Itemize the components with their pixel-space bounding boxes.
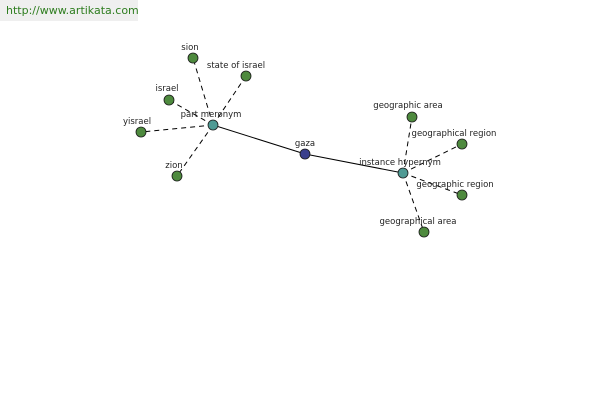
leaf-node-geographic-area[interactable] bbox=[406, 111, 418, 123]
site-url-link[interactable]: http://www.artikata.com bbox=[0, 0, 139, 21]
leaf-node-geographic-region[interactable] bbox=[456, 189, 468, 201]
edges-layer bbox=[140, 57, 463, 233]
center-node-gaza[interactable] bbox=[299, 148, 311, 160]
leaf-node-geographical-area[interactable] bbox=[418, 226, 430, 238]
edge-gaza-part-meronym bbox=[212, 124, 306, 155]
node-label-israel: israel bbox=[155, 84, 178, 94]
leaf-node-zion[interactable] bbox=[171, 170, 183, 182]
node-label-zion: zion bbox=[165, 161, 182, 171]
leaf-node-yisrael[interactable] bbox=[135, 126, 147, 138]
node-label-state-of-israel: state of israel bbox=[207, 61, 265, 71]
hub-node-instance-hypernym[interactable] bbox=[397, 167, 409, 179]
node-label-geographical-region: geographical region bbox=[412, 129, 497, 139]
edge-instance-hypernym-geographic-region bbox=[402, 172, 463, 196]
leaf-node-geographical-region[interactable] bbox=[456, 138, 468, 150]
hub-node-part-meronym[interactable] bbox=[207, 119, 219, 131]
node-label-geographic-area: geographic area bbox=[373, 101, 442, 111]
leaf-node-state-of-israel[interactable] bbox=[240, 70, 252, 82]
node-label-geographical-area: geographical area bbox=[380, 217, 457, 227]
edge-gaza-instance-hypernym bbox=[304, 153, 404, 174]
node-label-gaza: gaza bbox=[295, 139, 315, 149]
leaf-node-israel[interactable] bbox=[163, 94, 175, 106]
node-label-yisrael: yisrael bbox=[123, 117, 151, 127]
nodes-layer bbox=[135, 52, 468, 238]
edge-part-meronym-yisrael bbox=[140, 124, 214, 133]
edge-instance-hypernym-geographical-area bbox=[402, 172, 425, 233]
node-label-instance-hypernym: instance hypernym bbox=[359, 158, 441, 168]
node-label-sion: sion bbox=[181, 43, 198, 53]
edge-part-meronym-sion bbox=[192, 57, 214, 126]
node-label-part-meronym: part meronym bbox=[181, 110, 242, 120]
labels-layer: gaza part meronym sion state of israel israe… bbox=[123, 43, 497, 227]
node-label-geographic-region: geographic region bbox=[416, 180, 493, 190]
leaf-node-sion[interactable] bbox=[187, 52, 199, 64]
edge-part-meronym-zion bbox=[176, 124, 214, 177]
edge-instance-hypernym-geographic-area bbox=[402, 116, 413, 174]
edge-instance-hypernym-geographical-region bbox=[402, 143, 463, 174]
edge-part-meronym-state-of-israel bbox=[212, 75, 247, 126]
